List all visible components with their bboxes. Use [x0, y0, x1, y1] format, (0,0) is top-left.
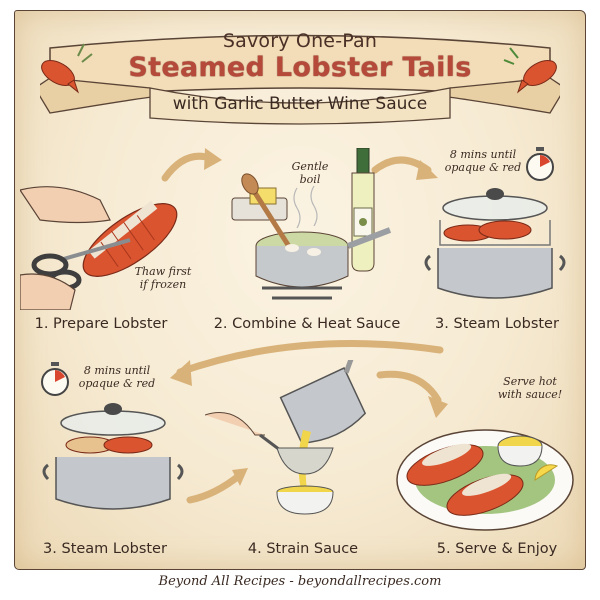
- lobster-tail-icon-right: [503, 47, 557, 94]
- arrow-row1-to-row2: [176, 340, 444, 376]
- saucepan-wine-icon: [231, 148, 392, 300]
- title-banner: Savory One-Pan Steamed Lobster Tails wit…: [40, 18, 560, 126]
- step-3-label-bottom: 3. Steam Lobster: [43, 541, 167, 557]
- stopwatch-icon-bottom: [41, 362, 69, 396]
- strainer-bowl-icon: [205, 360, 367, 515]
- stopwatch-icon-top: [526, 147, 554, 181]
- footer-credit: Beyond All Recipes - beyondallrecipes.co…: [158, 574, 442, 589]
- step-3-label-top: 3. Steam Lobster: [435, 316, 559, 332]
- steamer-pot-icon-top: [424, 188, 566, 299]
- scissors-lobster-icon: [20, 186, 178, 310]
- step-4-label: 4. Strain Sauce: [247, 541, 359, 557]
- step-5-label: 5. Serve & Enjoy: [436, 541, 558, 557]
- arrow-step4-to-5: [376, 370, 442, 404]
- banner-subtitle-top: Savory One-Pan: [222, 30, 378, 52]
- scroll-ribbon-icon: [40, 34, 560, 125]
- step-1-label: 1. Prepare Lobster: [34, 316, 168, 332]
- arrow-step3-to-4: [186, 471, 244, 504]
- plated-lobster-icon: [396, 429, 574, 531]
- page-title: Steamed Lobster Tails: [128, 52, 472, 83]
- lobster-tail-icon-left: [41, 43, 93, 94]
- banner-subtitle-bottom: with Garlic Butter Wine Sauce: [172, 94, 428, 114]
- steamer-pot-icon-bottom: [42, 403, 184, 510]
- step-2-label: 2. Combine & Heat Sauce: [213, 316, 401, 332]
